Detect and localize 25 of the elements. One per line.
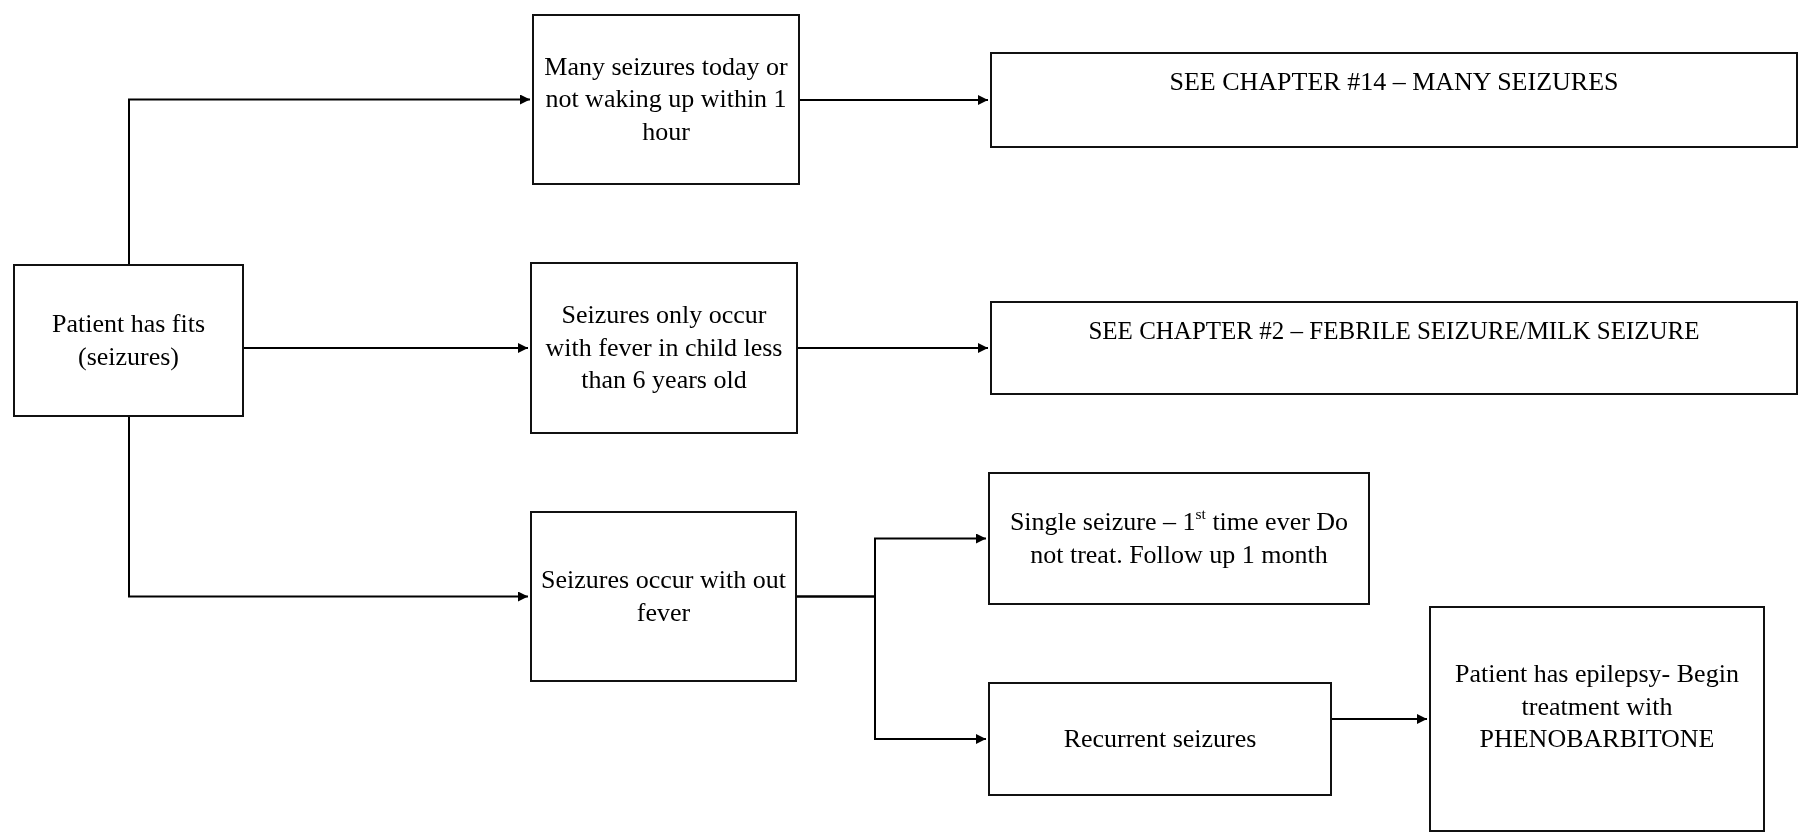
arrow [1331, 714, 1428, 724]
process-box [13, 264, 244, 417]
process-box [990, 52, 1798, 148]
process-box [530, 511, 797, 682]
box-text: Single seizure – 1$^{st}$ time ever Do not treat. Follow up 1 month [1008, 506, 1350, 571]
process-box [990, 301, 1798, 395]
box-text: Patient has fits (seizures) [50, 308, 207, 373]
box-text: Seizures occur with out fever [540, 564, 787, 629]
box-text: Many seizures today or not waking up within 1 hour [543, 50, 789, 148]
box-text: SEE CHAPTER #2 – FEBRILE SEIZURE/MILK SEIZURE [1088, 316, 1700, 346]
arrow [796, 595, 987, 744]
arrow [128, 416, 529, 602]
box-text: Patient has epilepsy- Begin treatment with PHENOBARBITONE [1454, 658, 1740, 755]
arrow [797, 343, 989, 353]
process-box [532, 14, 800, 185]
arrow [128, 94, 531, 265]
box-text: Seizures only occur with fever in child less than 6 years old [544, 299, 784, 397]
box-text: Recurrent seizures [1063, 722, 1257, 755]
arrow [243, 343, 529, 353]
process-box [530, 262, 798, 434]
arrow [799, 95, 989, 105]
process-box [988, 472, 1370, 605]
process-box [988, 682, 1332, 796]
process-box [1429, 606, 1765, 832]
box-text: SEE CHAPTER #14 – MANY SEIZURES [1169, 66, 1619, 98]
